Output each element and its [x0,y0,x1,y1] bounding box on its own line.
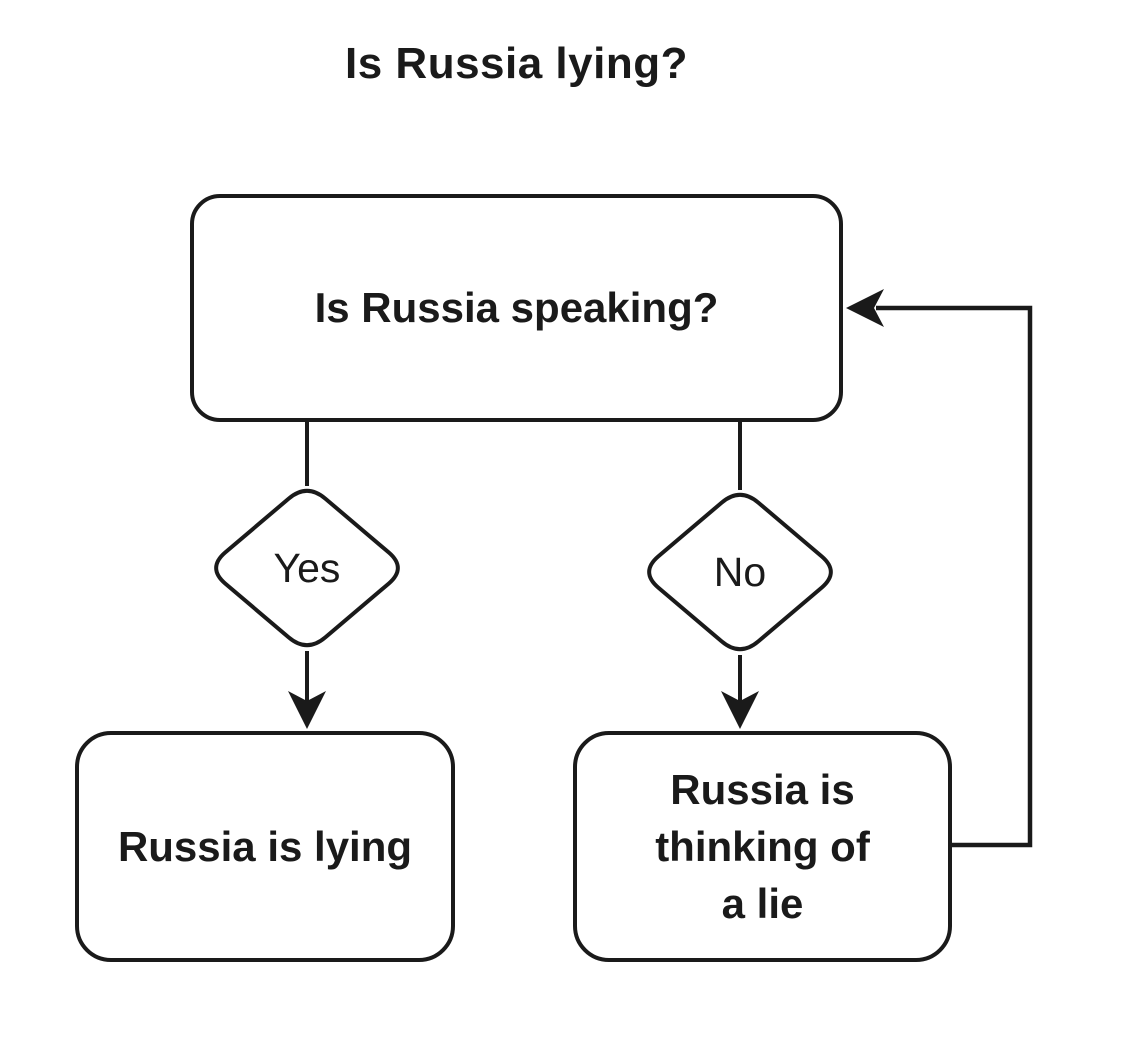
arrowhead-left-icon [846,289,884,327]
question-node-label: Is Russia speaking? [314,284,719,331]
result-node-thinking-line2: thinking of [655,822,870,870]
result-node-thinking-line1: Russia is [670,765,855,813]
result-node-thinking-line3: a lie [721,880,804,928]
decision-yes-label: Yes [273,544,341,591]
result-node-thinking: Russia is thinking of a lie [573,731,952,962]
page-title: Is Russia lying? [345,39,688,88]
result-node-lying: Russia is lying [75,731,455,962]
question-node: Is Russia speaking? [190,194,843,422]
arrowhead-down-icon [721,691,759,729]
arrowhead-down-icon [288,691,326,729]
result-node-lying-label: Russia is lying [117,822,413,870]
decision-no-label: No [713,548,767,595]
